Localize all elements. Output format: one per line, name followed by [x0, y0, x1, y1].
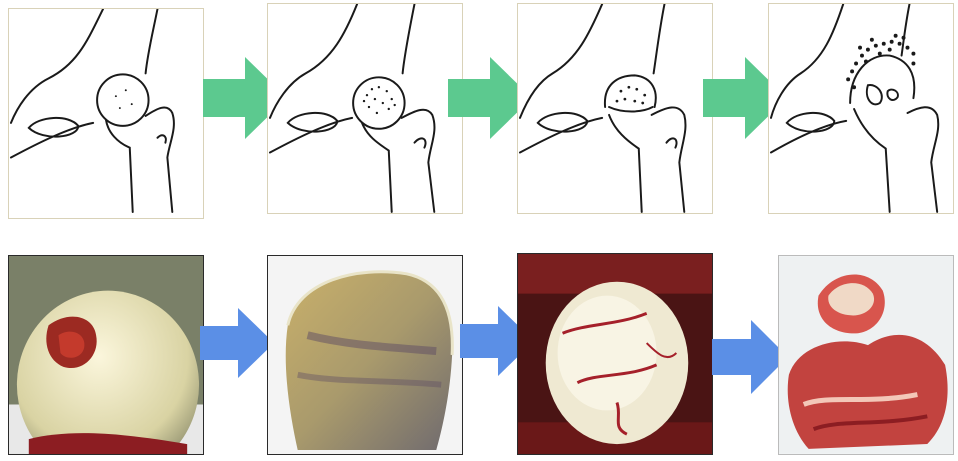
stage-4-photo	[778, 255, 954, 455]
stage-2-photo	[267, 255, 463, 455]
femoral-head-destroyed-photo	[779, 256, 953, 454]
stage-1-sketch	[8, 8, 204, 219]
arrow-right-icon	[712, 320, 788, 394]
hip-joint-collapsed-sketch	[769, 4, 953, 213]
stage-2-sketch	[267, 3, 463, 214]
hip-joint-normal-sketch	[9, 9, 203, 218]
femoral-head-early-lesion-photo	[9, 256, 203, 454]
stage-1-photo	[8, 255, 204, 455]
hip-joint-flattened-sketch	[518, 4, 712, 213]
femoral-head-cracked-cartilage-photo	[518, 254, 712, 454]
hip-joint-speckled-sketch	[268, 4, 462, 213]
femoral-head-section-photo	[268, 256, 462, 454]
stage-3-sketch	[517, 3, 713, 214]
stage-4-sketch	[768, 3, 954, 214]
bottom-arrow-3	[712, 320, 788, 394]
stage-3-photo	[517, 253, 713, 455]
bottom-arrow-1	[200, 308, 274, 378]
arrow-right-icon	[200, 308, 274, 378]
